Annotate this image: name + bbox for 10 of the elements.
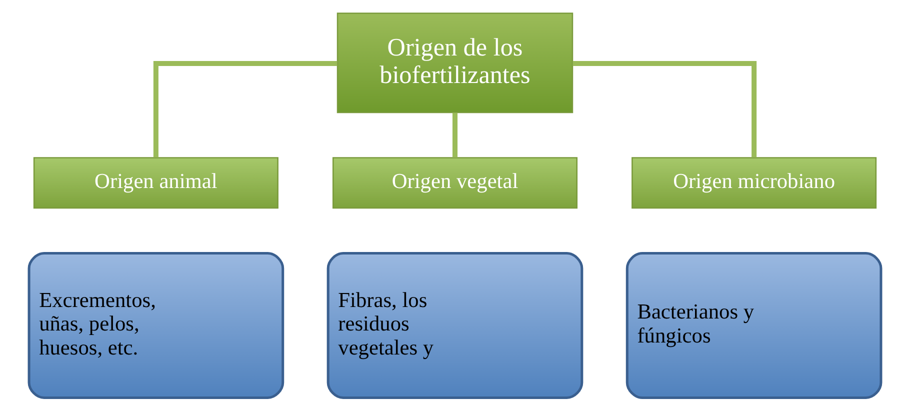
- node-box: Origen microbiano: [631, 157, 876, 209]
- node-box: Excrementos, uñas, pelos, huesos, etc.: [27, 252, 284, 400]
- connector: [572, 61, 756, 158]
- node-box: Origen animal: [32, 157, 278, 209]
- connector: [452, 112, 458, 158]
- node-box: Origen de los biofertilizantes: [336, 12, 573, 114]
- node-box: Origen vegetal: [332, 157, 578, 209]
- node-box: Fibras, los residuos vegetales y: [326, 252, 583, 400]
- connector: [152, 61, 337, 158]
- node-box: Bacterianos y fúngicos: [625, 252, 882, 400]
